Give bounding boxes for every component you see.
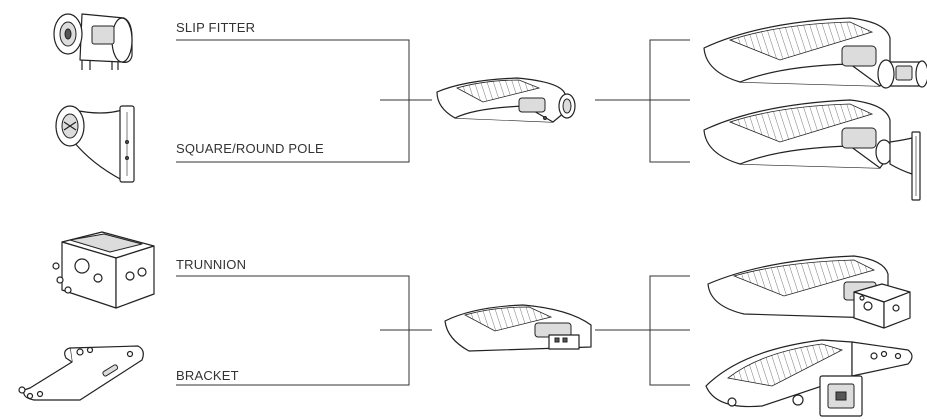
fixture-trunnion-assembly xyxy=(707,255,911,329)
fixture-center-top xyxy=(436,77,576,123)
connector-lines-top xyxy=(176,39,690,163)
bracket-drawing xyxy=(18,345,144,401)
square-round-pole-drawing xyxy=(55,105,135,183)
label-trunnion: TRUNNION xyxy=(176,257,247,272)
trunnion-drawing xyxy=(52,231,155,309)
fixture-slip-fitter-assembly xyxy=(703,17,927,89)
slip-fitter-drawing xyxy=(53,13,133,70)
fixture-center-bottom xyxy=(444,304,592,352)
label-square-round-pole: SQUARE/ROUND POLE xyxy=(176,141,324,156)
fixture-square-pole-assembly xyxy=(703,99,921,201)
connector-lines-bottom xyxy=(176,275,690,386)
label-slip-fitter: SLIP FITTER xyxy=(176,20,256,35)
label-bracket: BRACKET xyxy=(176,368,239,383)
fixture-bracket-assembly xyxy=(705,339,913,417)
